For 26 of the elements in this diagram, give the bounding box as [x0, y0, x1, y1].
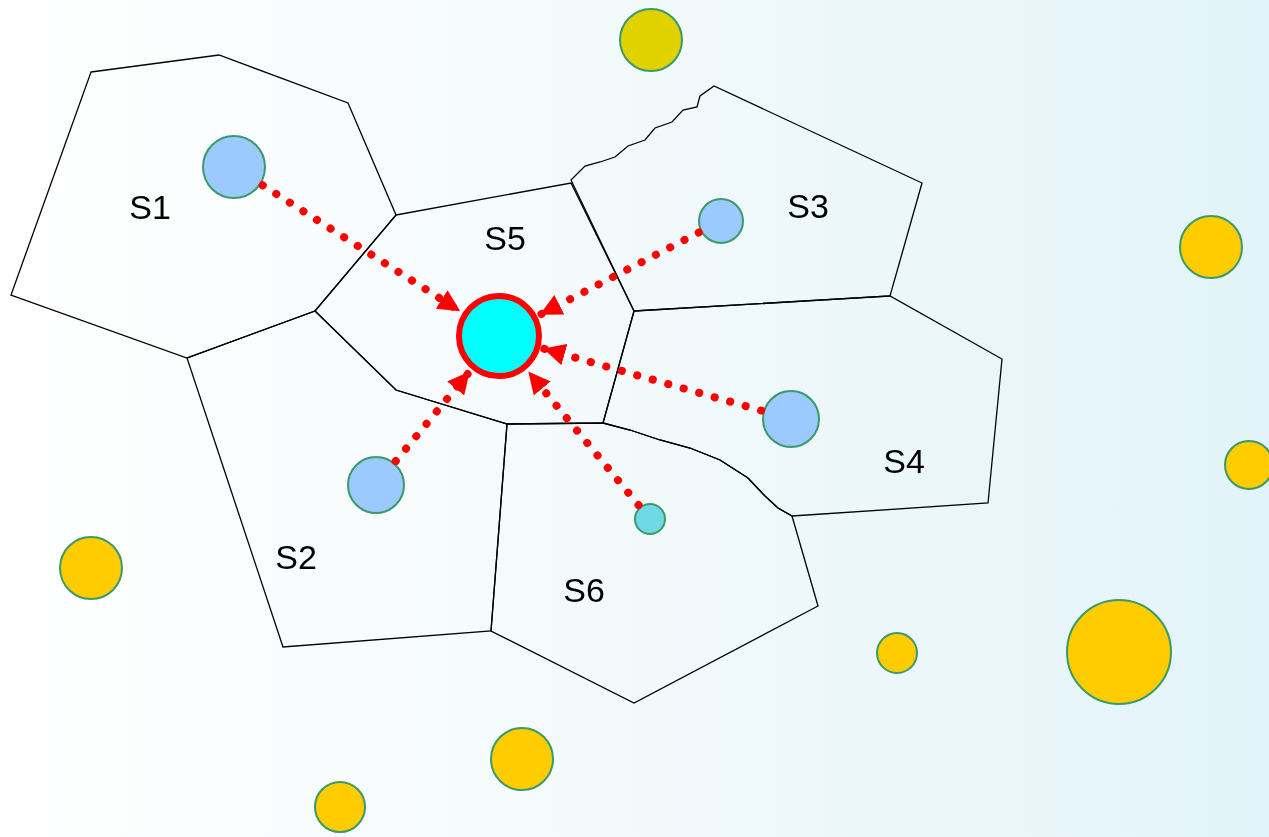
- region-polygon: [491, 423, 818, 703]
- node-circle: [347, 456, 405, 514]
- node-circle: [876, 632, 918, 674]
- region-label: S3: [787, 189, 829, 223]
- node-circle: [1224, 440, 1269, 490]
- region-label: S2: [275, 540, 317, 574]
- node-circle: [619, 8, 683, 72]
- region-polygon: [11, 55, 396, 358]
- target-circle: [456, 293, 542, 379]
- region-polygon: [315, 183, 634, 424]
- dotted-arrow: [535, 228, 703, 319]
- region-label: S6: [563, 573, 605, 607]
- region-label: S1: [129, 190, 171, 224]
- dotted-arrow: [539, 344, 766, 415]
- node-circle: [202, 135, 266, 199]
- node-circle: [762, 390, 820, 448]
- dotted-arrow: [391, 367, 474, 466]
- node-circle: [1179, 215, 1243, 279]
- region-label: S4: [883, 444, 925, 478]
- node-circle: [490, 727, 554, 791]
- region-label: S5: [484, 221, 526, 255]
- region-polygon: [571, 86, 922, 311]
- node-circle: [314, 781, 366, 833]
- node-circle: [698, 198, 744, 244]
- node-circle: [634, 503, 666, 535]
- node-circle: [59, 536, 123, 600]
